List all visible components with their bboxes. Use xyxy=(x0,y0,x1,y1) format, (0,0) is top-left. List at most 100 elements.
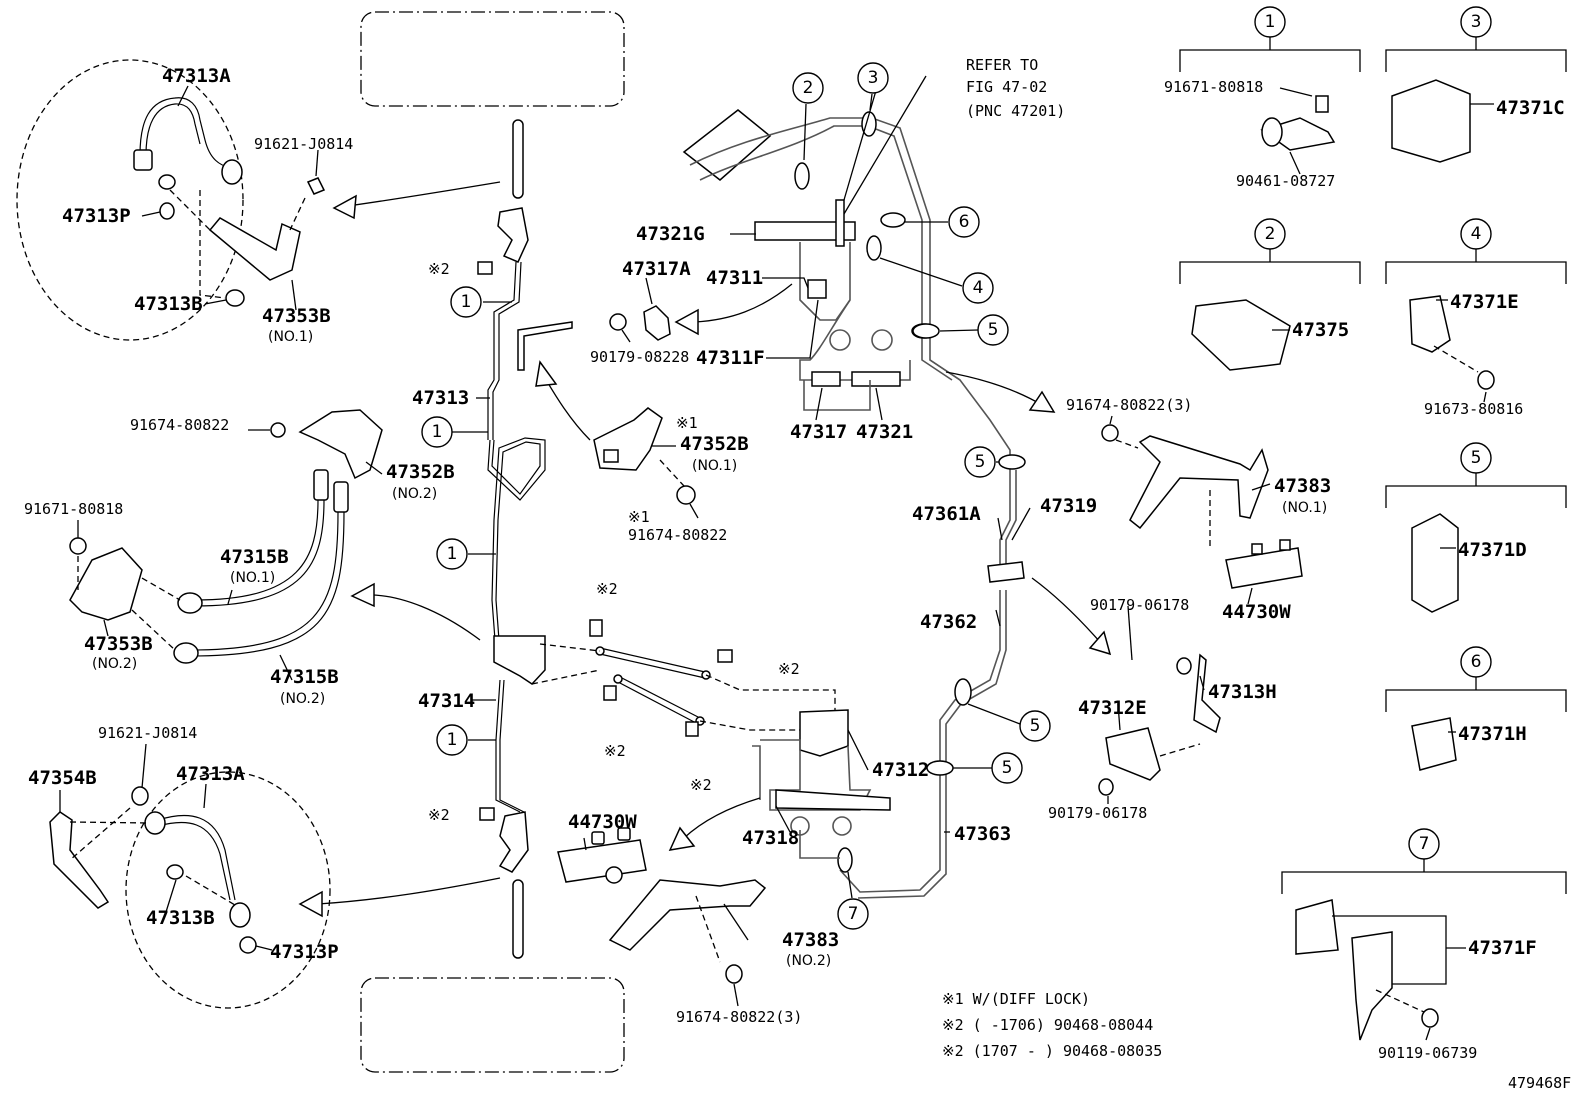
label-47352B-no1-sub: (NO.1) xyxy=(692,458,737,474)
label-47313A-bottom: 47313A xyxy=(176,763,245,785)
arrowhead-bottom xyxy=(298,890,323,918)
placeholder-box-bottom xyxy=(360,977,625,1073)
label-47317: 47317 xyxy=(790,421,847,443)
clip-47371E xyxy=(1409,295,1451,353)
label-47383-no2: 47383 xyxy=(782,929,839,951)
group-callout-6-text: 6 xyxy=(1471,652,1482,672)
clip-47371D xyxy=(1411,513,1459,613)
callout-7-text: 7 xyxy=(848,904,859,924)
label-90179-06178-b: 90179-06178 xyxy=(1048,804,1147,822)
group-callout-1 xyxy=(1254,6,1286,38)
label-47313P-top: 47313P xyxy=(62,205,131,227)
arrow-to-front-hose-top xyxy=(347,181,501,207)
front-hose-top xyxy=(133,97,326,307)
left-clip-bracket-top xyxy=(477,119,529,440)
valve-44730W-bottom xyxy=(557,827,767,984)
arrowhead-44730W xyxy=(668,826,696,851)
callout-circles: 1 1 1 1 2 3 6 4 5 5 5 5 xyxy=(421,6,1492,930)
label-47313: 47313 xyxy=(412,387,469,409)
label-47353B-no2: 47353B xyxy=(84,633,153,655)
arrow-to-44730W xyxy=(683,797,761,839)
label-90179-08228: 90179-08228 xyxy=(590,348,689,366)
mark2-label: ※2 xyxy=(596,580,618,598)
callout-1-text: 1 xyxy=(432,422,443,442)
label-47383-no1: 47383 xyxy=(1274,475,1331,497)
callout-4 xyxy=(962,272,994,304)
callout-3-text: 3 xyxy=(868,68,879,88)
callout-1-text: 1 xyxy=(461,292,472,312)
label-47319: 47319 xyxy=(1040,495,1097,517)
pipe-47319 xyxy=(837,323,1026,899)
label-group4-bolt: 91673-80816 xyxy=(1424,400,1523,418)
callout-1 xyxy=(436,538,468,570)
callout-5-text: 5 xyxy=(988,320,999,340)
mark2-label: ※2 xyxy=(428,260,450,278)
label-44730W-right: 44730W xyxy=(1222,601,1291,623)
callout-7 xyxy=(837,898,869,930)
arrowhead-47383-no1 xyxy=(1028,390,1056,413)
diagram-id: 479468F xyxy=(1508,1074,1571,1092)
callout-6 xyxy=(948,206,980,238)
label-group6: 47371H xyxy=(1458,723,1527,745)
part-47317A xyxy=(643,305,671,341)
label-47313B-bottom: 47313B xyxy=(146,907,215,929)
label-47313B-top: 47313B xyxy=(134,293,203,315)
refer-line-1: REFER TO xyxy=(966,56,1038,74)
label-47352B-no2-sub: (NO.2) xyxy=(392,486,437,502)
wheel-group-ellipse-bottom xyxy=(125,771,331,1009)
mark2-label: ※2 xyxy=(778,660,800,678)
callout-5 xyxy=(977,314,1009,346)
label-47321G: 47321G xyxy=(636,223,705,245)
callout-2 xyxy=(792,72,824,104)
callout-5 xyxy=(991,752,1023,784)
label-group1-bolt: 91671-80818 xyxy=(1164,78,1263,96)
bolt-90119 xyxy=(1421,1008,1439,1028)
group-callout-7 xyxy=(1408,828,1440,860)
bolt-90179-08228 xyxy=(609,313,627,331)
label-91621-top: 91621-J0814 xyxy=(254,135,353,153)
part-labels: 47313A 91621-J0814 47313P 47313B 47353B … xyxy=(24,65,1565,1062)
label-47361A: 47361A xyxy=(912,503,981,525)
footnote-1: ※1 W/(DIFF LOCK) xyxy=(942,990,1090,1008)
label-91671-left: 91671-80818 xyxy=(24,500,123,518)
label-group4-clip: 47371E xyxy=(1450,291,1519,313)
group-callout-7-text: 7 xyxy=(1419,834,1430,854)
group-callout-2 xyxy=(1254,218,1286,250)
label-47353B-no1: 47353B xyxy=(262,305,331,327)
callout-3 xyxy=(857,62,889,94)
hose-group-47315B xyxy=(69,409,383,664)
label-91621-bottom: 91621-J0814 xyxy=(98,724,197,742)
clip-47371C xyxy=(1391,79,1471,163)
arrowhead-top xyxy=(332,194,357,220)
label-47354B: 47354B xyxy=(28,767,97,789)
group-callout-4-text: 4 xyxy=(1471,224,1482,244)
callout-2-text: 2 xyxy=(803,78,814,98)
label-47311F: 47311F xyxy=(696,347,765,369)
label-group7-bolt: 90119-06739 xyxy=(1378,1044,1477,1062)
label-91674-mid: 91674-80822 xyxy=(628,526,727,544)
label-group1-nut: 90461-08727 xyxy=(1236,172,1335,190)
label-47315B-no2: 47315B xyxy=(270,666,339,688)
callout-1 xyxy=(436,724,468,756)
leader-lines xyxy=(59,69,1494,1041)
arrow-to-front-hose-bottom xyxy=(317,877,501,905)
label-47313P-bottom: 47313P xyxy=(270,941,339,963)
center-lower-assembly xyxy=(531,619,891,859)
arrow-to-47313H xyxy=(1031,577,1101,643)
label-47312: 47312 xyxy=(872,759,929,781)
arrow-to-47383-no1 xyxy=(945,371,1043,406)
refer-line-3: (PNC 47201) xyxy=(966,102,1065,120)
bolt-91673 xyxy=(1477,370,1495,390)
callout-6-text: 6 xyxy=(959,212,970,232)
group-callout-5-text: 5 xyxy=(1471,448,1482,468)
wheel-group-ellipse-top xyxy=(16,59,244,341)
label-47353B-no1-sub: (NO.1) xyxy=(268,329,313,345)
label-47314: 47314 xyxy=(418,690,475,712)
arrow-to-47352B-no1 xyxy=(544,377,591,441)
group-callout-3-text: 3 xyxy=(1471,12,1482,32)
mark2-label: ※2 xyxy=(604,742,626,760)
label-47383-no2-sub: (NO.2) xyxy=(786,953,831,969)
label-91674-left: 91674-80822 xyxy=(130,416,229,434)
label-47321: 47321 xyxy=(856,421,913,443)
